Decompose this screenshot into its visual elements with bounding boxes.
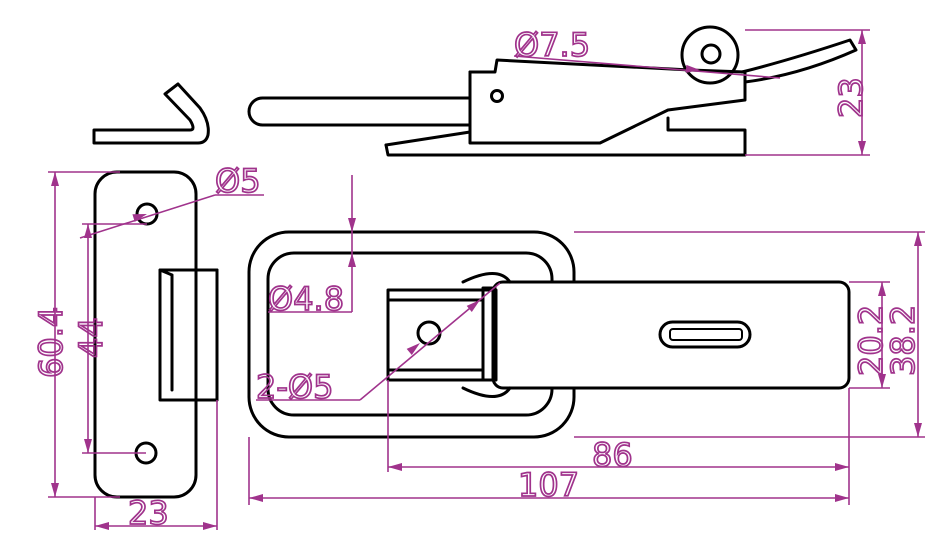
- dim-mount-holes: 2-Ø5: [256, 368, 333, 406]
- arrow-mount-hole-2: [466, 300, 480, 313]
- dim-plate-width: 23: [128, 494, 169, 532]
- dimension-arrow: [51, 483, 59, 497]
- dimension-arrow: [249, 494, 263, 502]
- latch-plan-view: [247, 230, 851, 439]
- dim-overall-length: 107: [518, 466, 579, 504]
- dim-plate-length: 60.4: [32, 307, 70, 378]
- leader-plate-hole: [79, 194, 216, 239]
- dimension-arrow: [835, 494, 849, 502]
- dim-hinge-pin-dia: Ø7.5: [514, 26, 590, 64]
- arrow-inner-hole-bottom: [348, 253, 356, 267]
- dimension-arrow: [84, 439, 92, 453]
- dimension-arrow: [914, 423, 922, 437]
- dimension-arrow: [203, 522, 217, 530]
- hook-side-view: [92, 82, 210, 145]
- dimension-arrow: [858, 30, 866, 44]
- dimension-arrow: [878, 374, 886, 388]
- hook-plate-front-view: [93, 170, 219, 499]
- dimension-lines: [48, 29, 925, 530]
- dim-inner-hole-dia: Ø4.8: [268, 280, 344, 318]
- arrow-inner-hole-top: [348, 218, 356, 232]
- dim-hole-dia-plate: Ø5: [215, 162, 261, 200]
- dimension-arrow: [51, 172, 59, 186]
- dimension-arrow: [84, 224, 92, 238]
- dimension-arrow: [858, 141, 866, 155]
- arrow-hinge-pin: [685, 64, 700, 73]
- dimension-arrow: [95, 522, 109, 530]
- arrow-plate-hole: [132, 214, 147, 222]
- dim-hole-spacing: 44: [72, 317, 110, 358]
- dim-side-height: 23: [832, 77, 870, 118]
- dimension-arrow: [878, 282, 886, 296]
- dim-lever-length: 86: [592, 436, 633, 474]
- dimension-arrow: [835, 463, 849, 471]
- dimension-labels: Ø7.5 23 Ø5 60.4 44 23 Ø4.8 2-Ø5 20.2 38.…: [31, 25, 923, 533]
- dim-lever-width: 20.2: [852, 305, 890, 376]
- dimension-arrow: [914, 232, 922, 246]
- latch-side-view: [247, 25, 858, 157]
- leader-hinge-pin: [513, 55, 781, 79]
- dim-base-width: 38.2: [884, 305, 922, 376]
- dimension-arrow: [388, 463, 402, 471]
- arrow-mount-hole: [406, 343, 420, 356]
